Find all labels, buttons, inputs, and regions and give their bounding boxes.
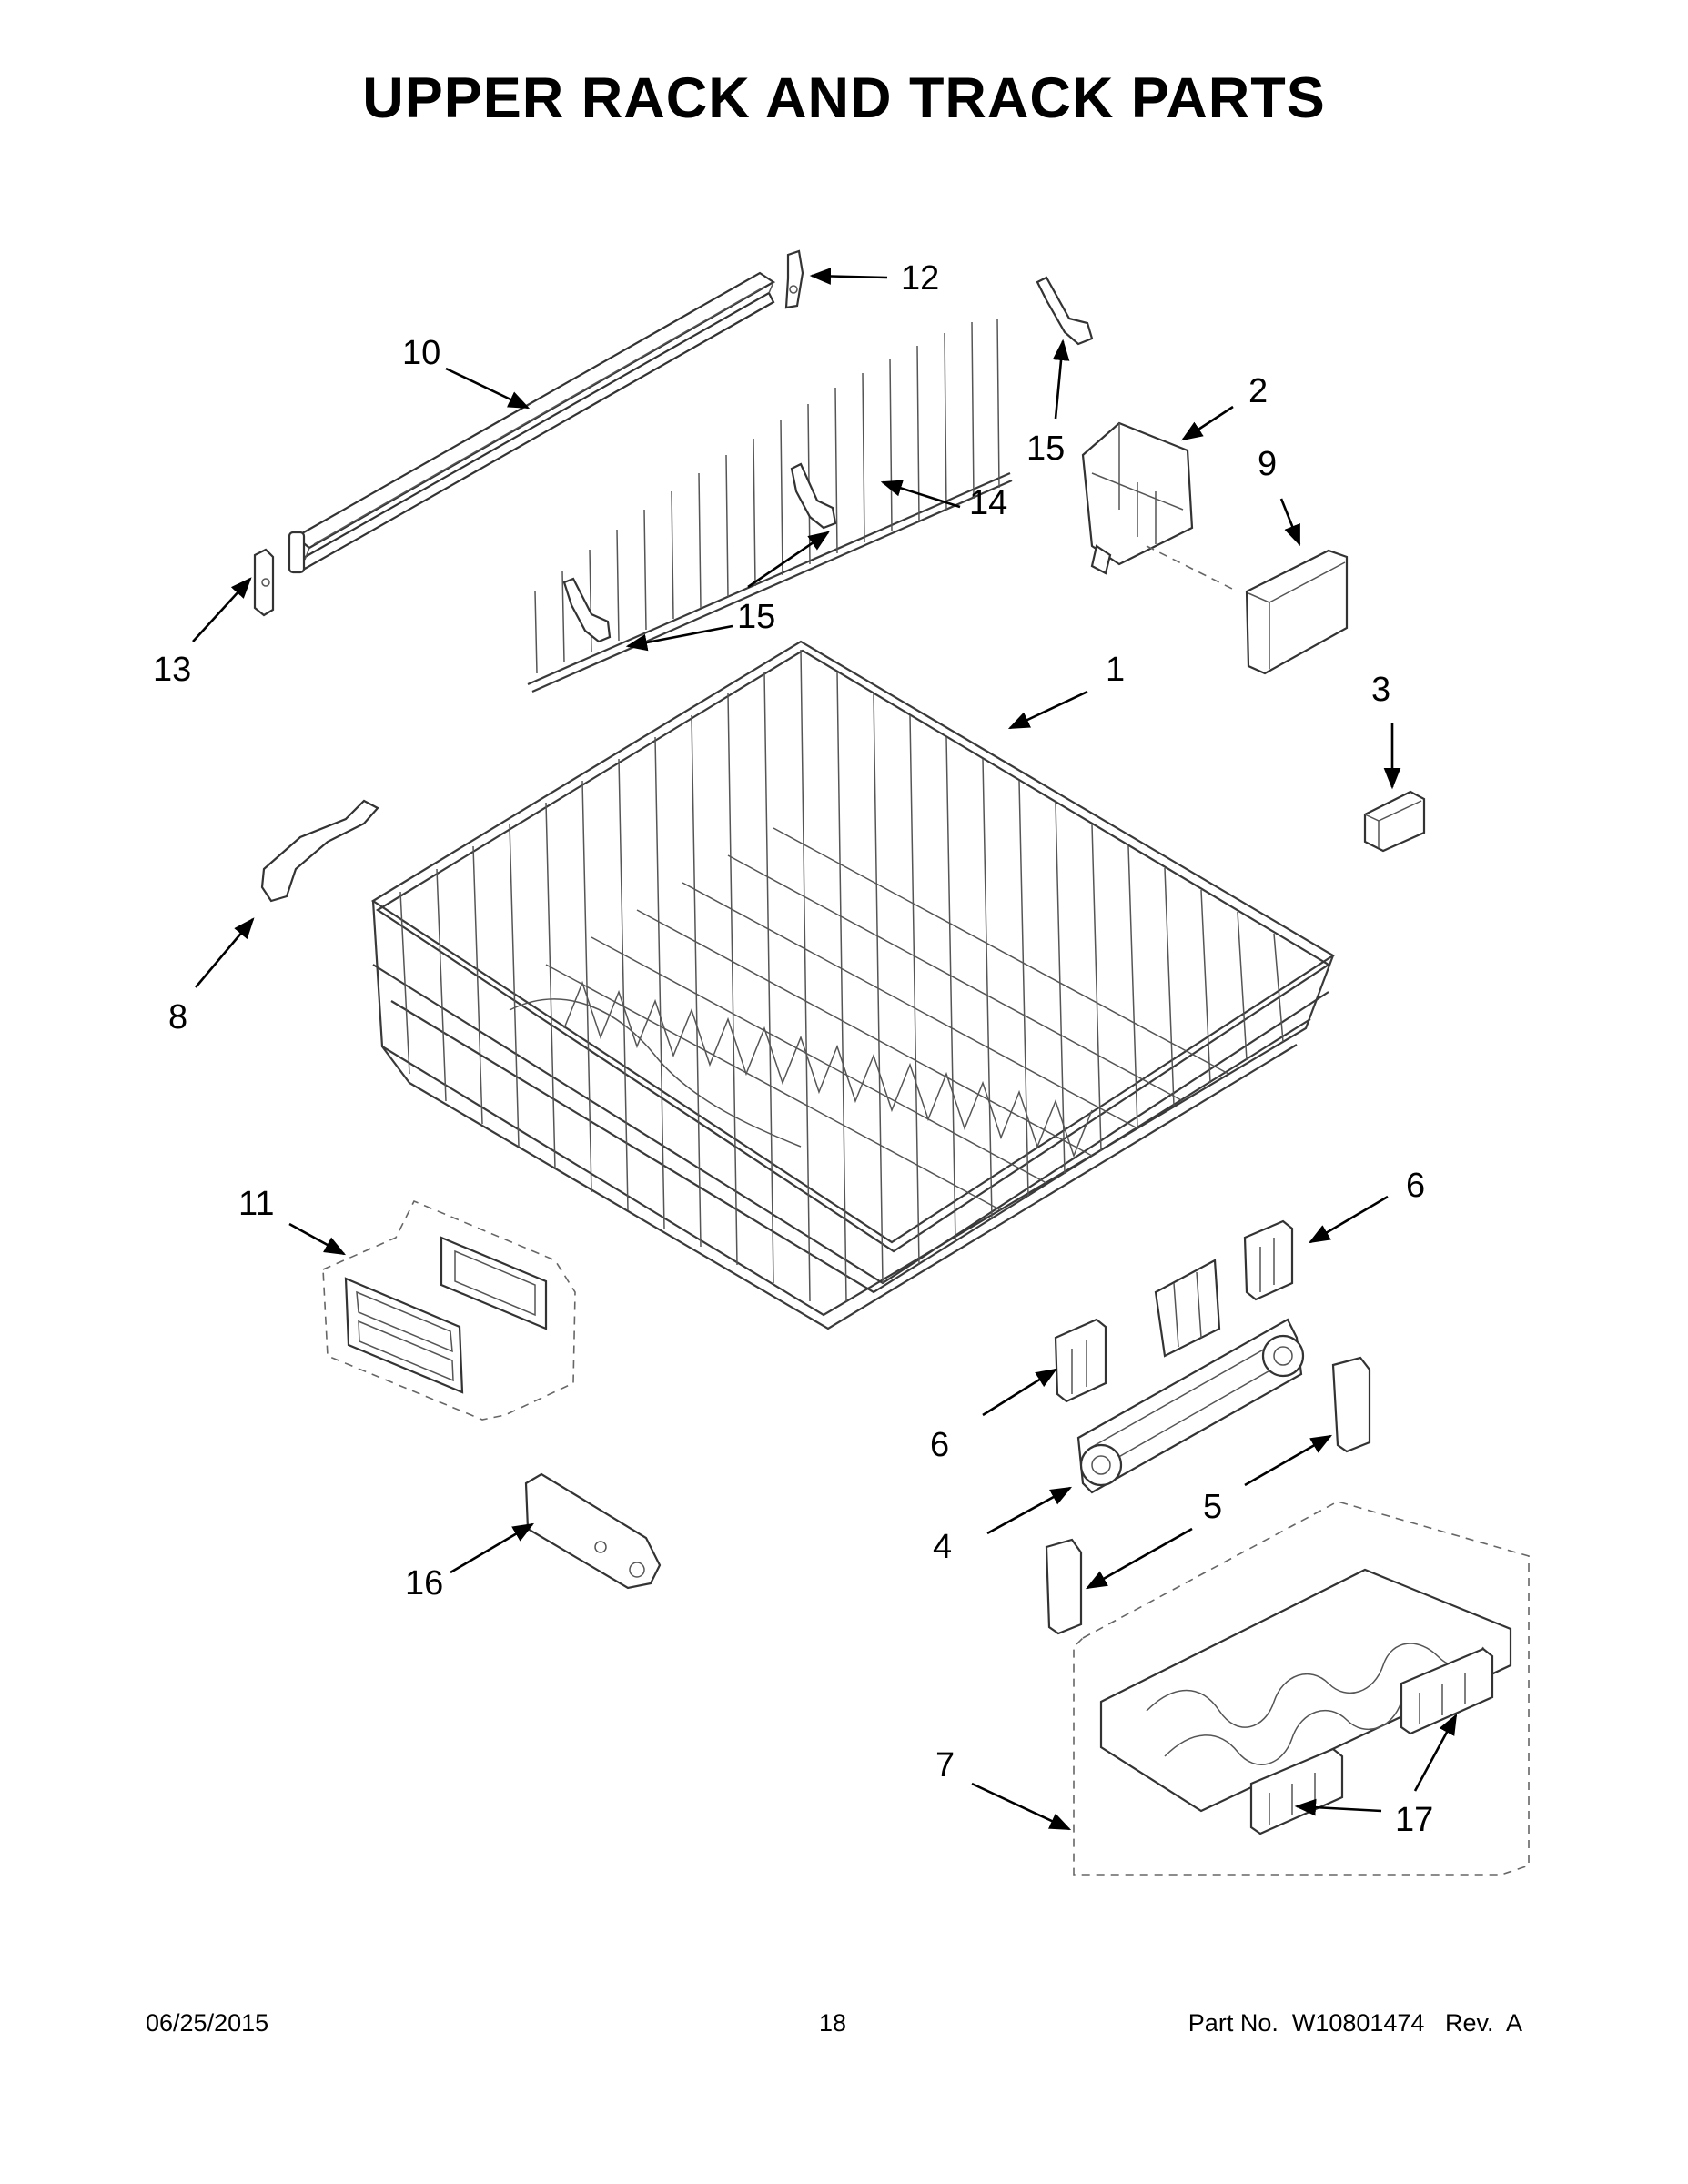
footer-date: 06/25/2015 — [146, 2009, 269, 2037]
rack-label-insert-front — [344, 1277, 464, 1394]
rail-end-cap-top — [784, 249, 804, 309]
callout-15: 15 — [737, 598, 775, 636]
callout-5: 5 — [1203, 1488, 1222, 1526]
tine-clip-right — [1036, 276, 1094, 346]
adjuster-slide — [1076, 1259, 1305, 1494]
callout-3: 3 — [1371, 671, 1390, 709]
rack-adjuster-housing — [1081, 421, 1194, 575]
rail-end-cap-left — [253, 548, 275, 617]
callout-13: 13 — [153, 651, 191, 689]
tine-clip-left — [562, 577, 612, 643]
callout-16: 16 — [405, 1564, 443, 1603]
wheel-bracket — [524, 1472, 662, 1590]
callout-15: 15 — [1026, 430, 1065, 468]
slide-clip-left — [1054, 1318, 1107, 1403]
tray-group-outline — [1073, 1501, 1530, 1876]
tray-clip-left — [1249, 1747, 1344, 1835]
callout-14: 14 — [969, 484, 1007, 522]
tray-clip-right — [1400, 1647, 1494, 1735]
bottle-tray — [1099, 1568, 1512, 1813]
callout-10: 10 — [402, 334, 440, 372]
rack-stop-right — [1331, 1356, 1371, 1453]
callout-12: 12 — [901, 259, 939, 298]
small-clip — [1363, 790, 1426, 853]
callout-4: 4 — [933, 1528, 952, 1566]
slide-clip-right — [1243, 1219, 1294, 1301]
footer-part-number: Part No. W10801474 Rev. A — [1188, 2009, 1522, 2037]
track-rail — [288, 271, 776, 574]
callout-6: 6 — [1406, 1167, 1425, 1205]
callout-1: 1 — [1106, 651, 1125, 689]
label-group-outline — [322, 1199, 576, 1421]
footer-page-number: 18 — [819, 2009, 847, 2037]
callout-17: 17 — [1395, 1801, 1433, 1839]
callout-9: 9 — [1258, 445, 1277, 483]
callout-8: 8 — [168, 998, 187, 1036]
tine-clip-middle — [790, 462, 837, 530]
callout-2: 2 — [1248, 372, 1268, 410]
adjuster-cover — [1245, 549, 1349, 675]
leader-arrows — [192, 268, 1458, 1831]
rack-label-insert-back — [440, 1236, 548, 1330]
upper-rack-basket — [370, 640, 1336, 1330]
page-title: UPPER RACK AND TRACK PARTS — [362, 66, 1326, 130]
rack-stop-left — [1045, 1538, 1083, 1635]
rack-handle — [260, 799, 379, 903]
callout-6: 6 — [930, 1426, 949, 1464]
callout-7: 7 — [935, 1746, 955, 1785]
callout-11: 11 — [238, 1185, 274, 1223]
tine-row — [527, 318, 1013, 693]
